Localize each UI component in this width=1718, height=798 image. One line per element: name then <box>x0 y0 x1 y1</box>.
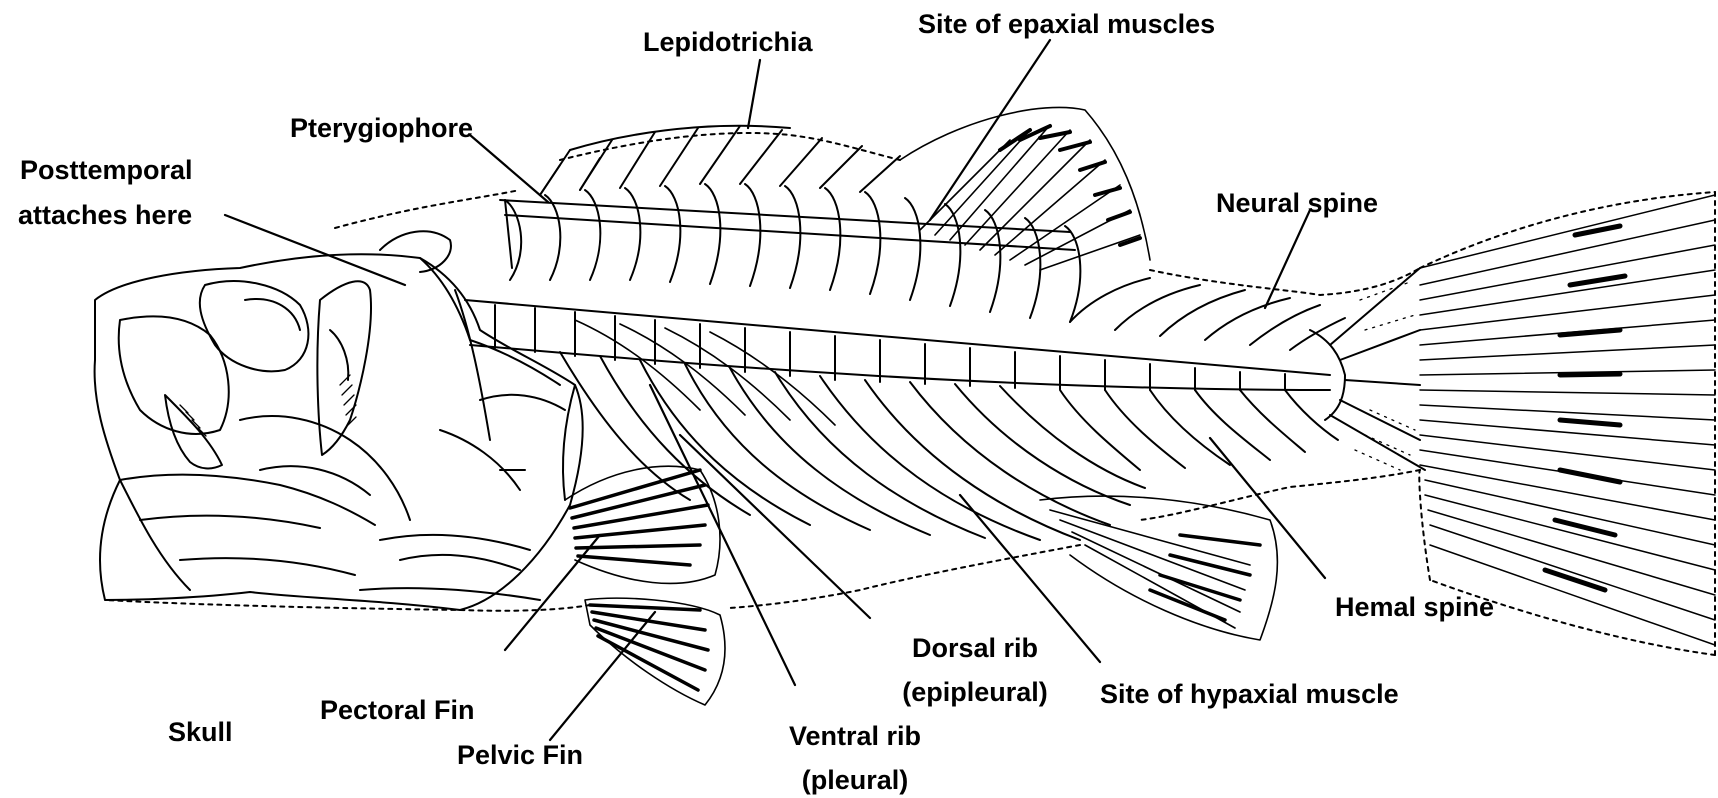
label-site-of-hypaxial-muscle: Site of hypaxial muscle <box>1100 676 1399 712</box>
label-pectoral-fin: Pectoral Fin <box>320 692 475 728</box>
label-site-of-epaxial-muscles: Site of epaxial muscles <box>918 6 1215 42</box>
label-ventral-rib-line2: (pleural) <box>750 762 960 798</box>
vertebral-column <box>465 300 1330 390</box>
label-pterygiophore: Pterygiophore <box>290 110 473 146</box>
label-dorsal-rib-line2: (epipleural) <box>870 674 1080 710</box>
label-hemal-spine: Hemal spine <box>1335 589 1494 625</box>
hemal-spines <box>1060 390 1338 470</box>
label-skull: Skull <box>168 714 233 750</box>
label-posttemporal-line1: Posttemporal <box>20 152 193 188</box>
label-ventral-rib-line1: Ventral rib <box>750 718 960 754</box>
neural-spines <box>1070 278 1345 350</box>
skull <box>95 231 583 610</box>
anal-fin-dark <box>1150 535 1260 620</box>
caudal-skeleton <box>1310 268 1425 470</box>
label-pelvic-fin: Pelvic Fin <box>457 737 583 773</box>
label-lepidotrichia: Lepidotrichia <box>643 24 813 60</box>
label-neural-spine: Neural spine <box>1216 185 1378 221</box>
caudal-fin-dark <box>1545 226 1625 590</box>
pterygiophores <box>500 184 1080 322</box>
caudal-dots <box>1355 282 1415 470</box>
body-outline <box>105 133 1715 655</box>
anal-fin <box>1040 496 1277 640</box>
skull-hatching <box>180 375 356 436</box>
label-dorsal-rib-line1: Dorsal rib <box>870 630 1080 666</box>
pectoral-fin-dark <box>570 470 708 565</box>
label-posttemporal-line2: attaches here <box>18 197 192 233</box>
